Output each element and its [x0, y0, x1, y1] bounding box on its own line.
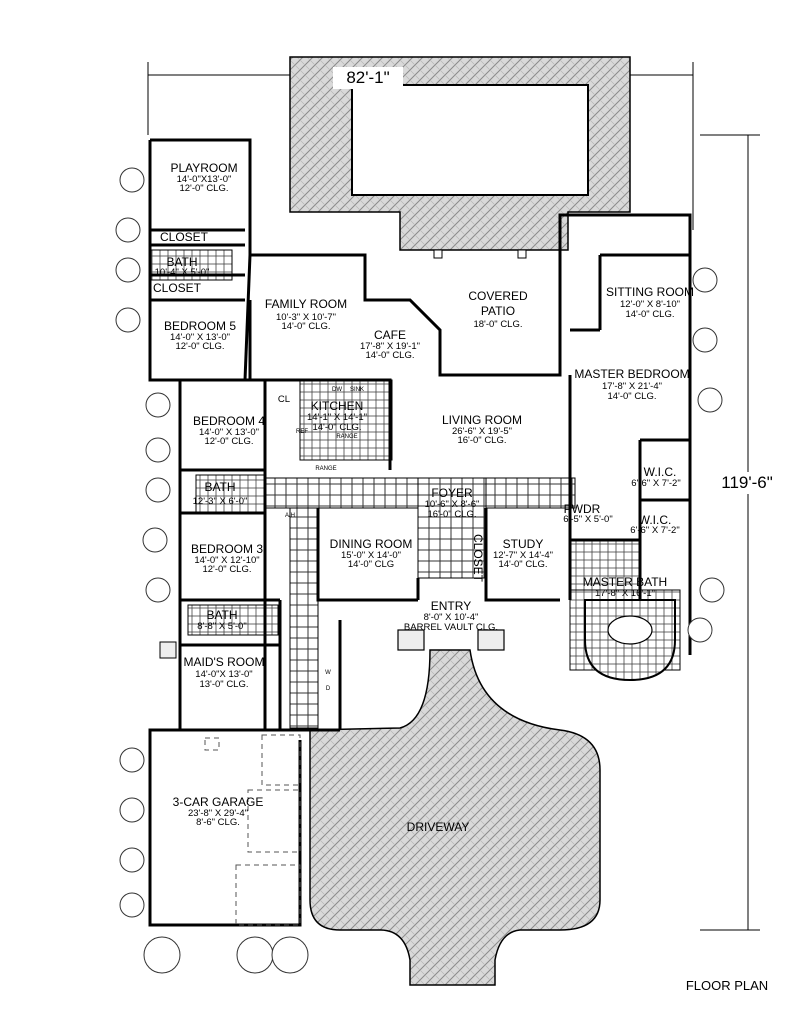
width-dimension: 82'-1" — [346, 68, 389, 87]
room-ceiling: 8'-6" CLG. — [196, 817, 240, 828]
garage-details — [204, 734, 301, 926]
room-ceiling: 14'-0" CLG. — [498, 559, 547, 570]
room-name: CLOSET — [153, 281, 202, 295]
room-name: BATH — [166, 255, 197, 269]
room-name: BEDROOM 4 — [193, 414, 265, 428]
room-size: 10'-4" X 5'-0" — [155, 267, 210, 278]
room-ceiling: 14'-0" CLG — [348, 559, 394, 570]
room-ceiling: 18'-0" CLG. — [473, 319, 522, 330]
width-dimension-bg — [333, 67, 403, 89]
room-name: LIVING ROOM — [442, 413, 522, 427]
room-size: 6'-5" X 5'-0" — [563, 514, 612, 525]
room-name: W.I.C. — [639, 513, 672, 527]
room-size: 17'-8" X 16'-1" — [595, 588, 655, 599]
room-size: 10'-3" X 10'-7" — [276, 312, 336, 323]
room-name: DINING ROOM — [330, 537, 413, 551]
room-name: FAMILY ROOM — [265, 297, 347, 311]
depth-dimension: 119'-6" — [721, 473, 773, 492]
room-size: 17'-8" X 19'-1" — [360, 341, 420, 352]
room-size: 10'-6" X 8'-6" — [425, 499, 480, 510]
room-name: CLOSET — [471, 534, 485, 583]
fixture-range: RANGE — [336, 434, 357, 440]
fixture-sink: SINK — [350, 387, 364, 393]
room-name: PLAYROOM — [170, 161, 237, 175]
room-ceiling: 14'-0" CLG. — [607, 391, 656, 402]
room-name: KITCHEN — [311, 399, 364, 413]
room-name: COVERED — [468, 289, 528, 303]
pool-deck — [289, 56, 631, 251]
fixture-ref: REF — [296, 429, 308, 435]
fixture-dryer: D — [326, 686, 331, 692]
room-size: 6'-6" X 7'-2" — [630, 525, 679, 536]
fixture-ah: A/H — [285, 513, 295, 519]
room-name: BEDROOM 3 — [191, 542, 263, 556]
fixture-dw: DW — [332, 387, 342, 393]
fixture-range-2: RANGE — [315, 466, 336, 472]
fixture-washer: W — [325, 670, 331, 676]
room-ceiling: 13'-0" CLG. — [199, 679, 248, 690]
plan-caption: FLOOR PLAN — [686, 978, 768, 993]
room-name: BEDROOM 5 — [164, 319, 236, 333]
room-size: 6'-6" X 7'-2" — [631, 478, 680, 489]
room-name: MASTER BATH — [583, 575, 667, 589]
room-name: CLOSET — [160, 230, 209, 244]
landscape-shrubs — [115, 167, 725, 974]
room-size: 23'-8" X 29'-4" — [188, 808, 248, 819]
room-ceiling: 12'-0" CLG. — [179, 183, 228, 194]
room-size: 14'-1" X 14'-1" — [307, 412, 367, 423]
fixture-labels: DW SINK REF RANGE RANGE CL A/H W D — [278, 387, 364, 692]
depth-dimension-bg — [712, 472, 782, 494]
room-ceiling: 14'-0" CLG. — [312, 422, 361, 433]
room-size: 8'-0" X 10'-4" — [424, 612, 479, 623]
room-name-line2: PATIO — [481, 304, 515, 318]
room-name: SITTING ROOM — [606, 285, 694, 299]
room-ceiling: 12'-0" CLG. — [202, 564, 251, 575]
room-ceiling: 16'-0" CLG. — [427, 509, 476, 520]
room-size: 12'-7" X 14'-4" — [493, 550, 553, 561]
room-name: W.I.C. — [644, 465, 677, 479]
room-size: 14'-0"X13'-0" — [177, 174, 232, 185]
room-name: MAID'S ROOM — [184, 655, 265, 669]
room-size: 15'-0" X 14'-0" — [341, 550, 401, 561]
fixture-closet: CL — [278, 394, 290, 405]
room-name: ENTRY — [431, 599, 471, 613]
room-labels: PLAYROOM 14'-0"X13'-0" 12'-0" CLG. CLOSE… — [153, 161, 694, 834]
room-name: 3-CAR GARAGE — [173, 795, 264, 809]
room-ceiling: 12'-0" CLG. — [204, 436, 253, 447]
room-ceiling: 16'-0" CLG. — [457, 435, 506, 446]
room-size: 12'-0" X 8'-10" — [620, 299, 680, 310]
room-size: 14'-0" X 12'-10" — [194, 555, 259, 566]
room-ceiling: 14'-0" CLG. — [281, 321, 330, 332]
driveway-surface — [309, 649, 601, 986]
master-bath-bay — [584, 599, 676, 682]
room-name: STUDY — [503, 537, 544, 551]
room-name: MASTER BEDROOM — [574, 367, 689, 381]
room-size: 14'-0" X 13'-0" — [170, 332, 230, 343]
room-ceiling: 12'-0" CLG. — [175, 341, 224, 352]
room-name: CAFE — [374, 328, 406, 342]
room-ceiling: 14'-0" CLG. — [365, 350, 414, 361]
room-size: 12'-3" X 6'-0" — [193, 496, 248, 507]
room-ceiling: 14'-0" CLG. — [625, 309, 674, 320]
room-name: BATH — [204, 480, 235, 494]
room-ceiling: BARREL VAULT CLG. — [404, 622, 498, 633]
room-size: 8'-8" X 5'-0" — [197, 621, 246, 632]
room-name: FOYER — [431, 486, 473, 500]
room-name: DRIVEWAY — [407, 820, 470, 834]
room-size: 26'-6" X 19'-5" — [452, 426, 512, 437]
room-name: PWDR — [564, 502, 601, 516]
room-size: 17'-8" X 21'-4" — [602, 381, 662, 392]
room-name: BATH — [206, 608, 237, 622]
entry-columns — [159, 249, 527, 659]
room-size: 14'-0" X 13'-0" — [199, 427, 259, 438]
room-size: 14'-0"X 13'-0" — [195, 669, 252, 680]
